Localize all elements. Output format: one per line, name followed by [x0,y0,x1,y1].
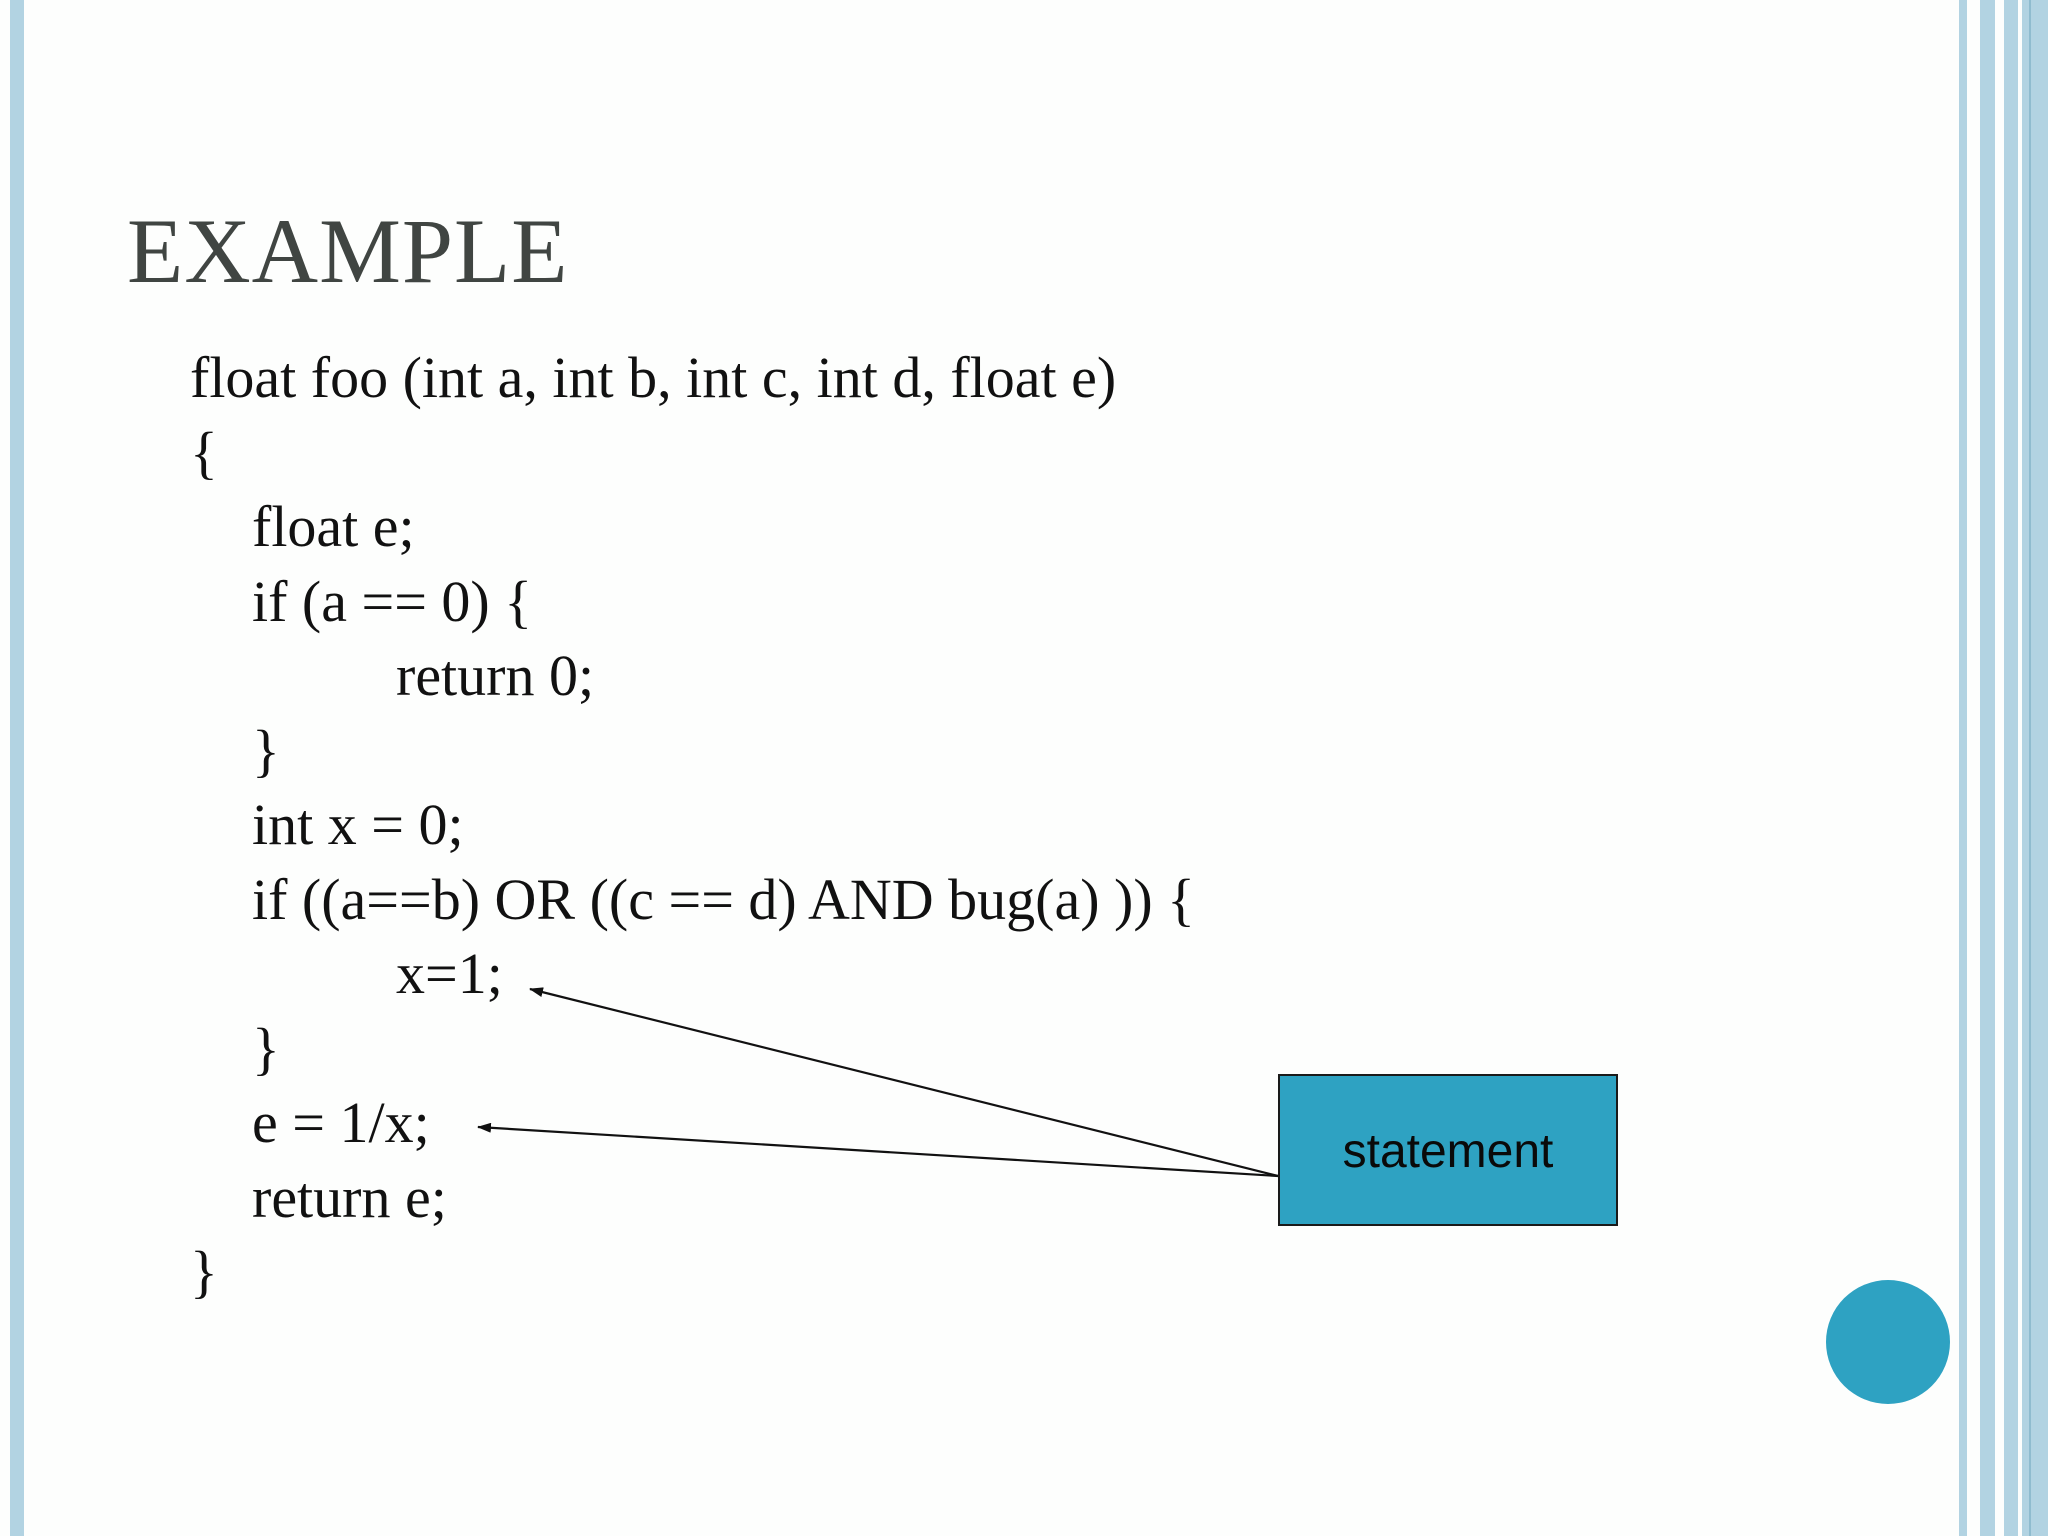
code-block: float foo (int a, int b, int c, int d, f… [190,341,1195,1310]
code-line-open-brace: { [190,419,218,485]
right-frame-bar-3 [2004,0,2018,1536]
code-line-close-if-1: } [252,717,280,783]
right-frame-bar-1 [1959,0,1967,1536]
code-line-int-x: int x = 0; [252,792,464,857]
statement-callout-box: statement [1278,1074,1618,1226]
code-line-close-brace: } [190,1239,218,1304]
right-frame-bar-2 [1980,0,1995,1536]
code-line-if-condition: if ((a==b) OR ((c == d) AND bug(a) )) { [252,866,1196,932]
left-frame-bar [10,0,24,1536]
code-line-return-e: return e; [252,1164,447,1230]
code-line-signature: float foo (int a, int b, int c, int d, f… [190,345,1117,410]
decorative-circle [1826,1280,1950,1404]
statement-label: statement [1342,1124,1554,1178]
code-line-close-if-2: } [252,1015,280,1081]
code-line-float-e: float e; [252,494,415,559]
right-frame-bar-line [2029,0,2031,1536]
code-line-e-assign: e = 1/x; [252,1090,430,1155]
code-line-x-assign: x=1; [396,941,503,1006]
slide-title: EXAMPLE [127,200,569,302]
right-frame-bar-4 [2022,0,2048,1536]
code-line-if-a-zero: if (a == 0) { [252,568,533,634]
code-line-return-zero: return 0; [396,643,595,708]
